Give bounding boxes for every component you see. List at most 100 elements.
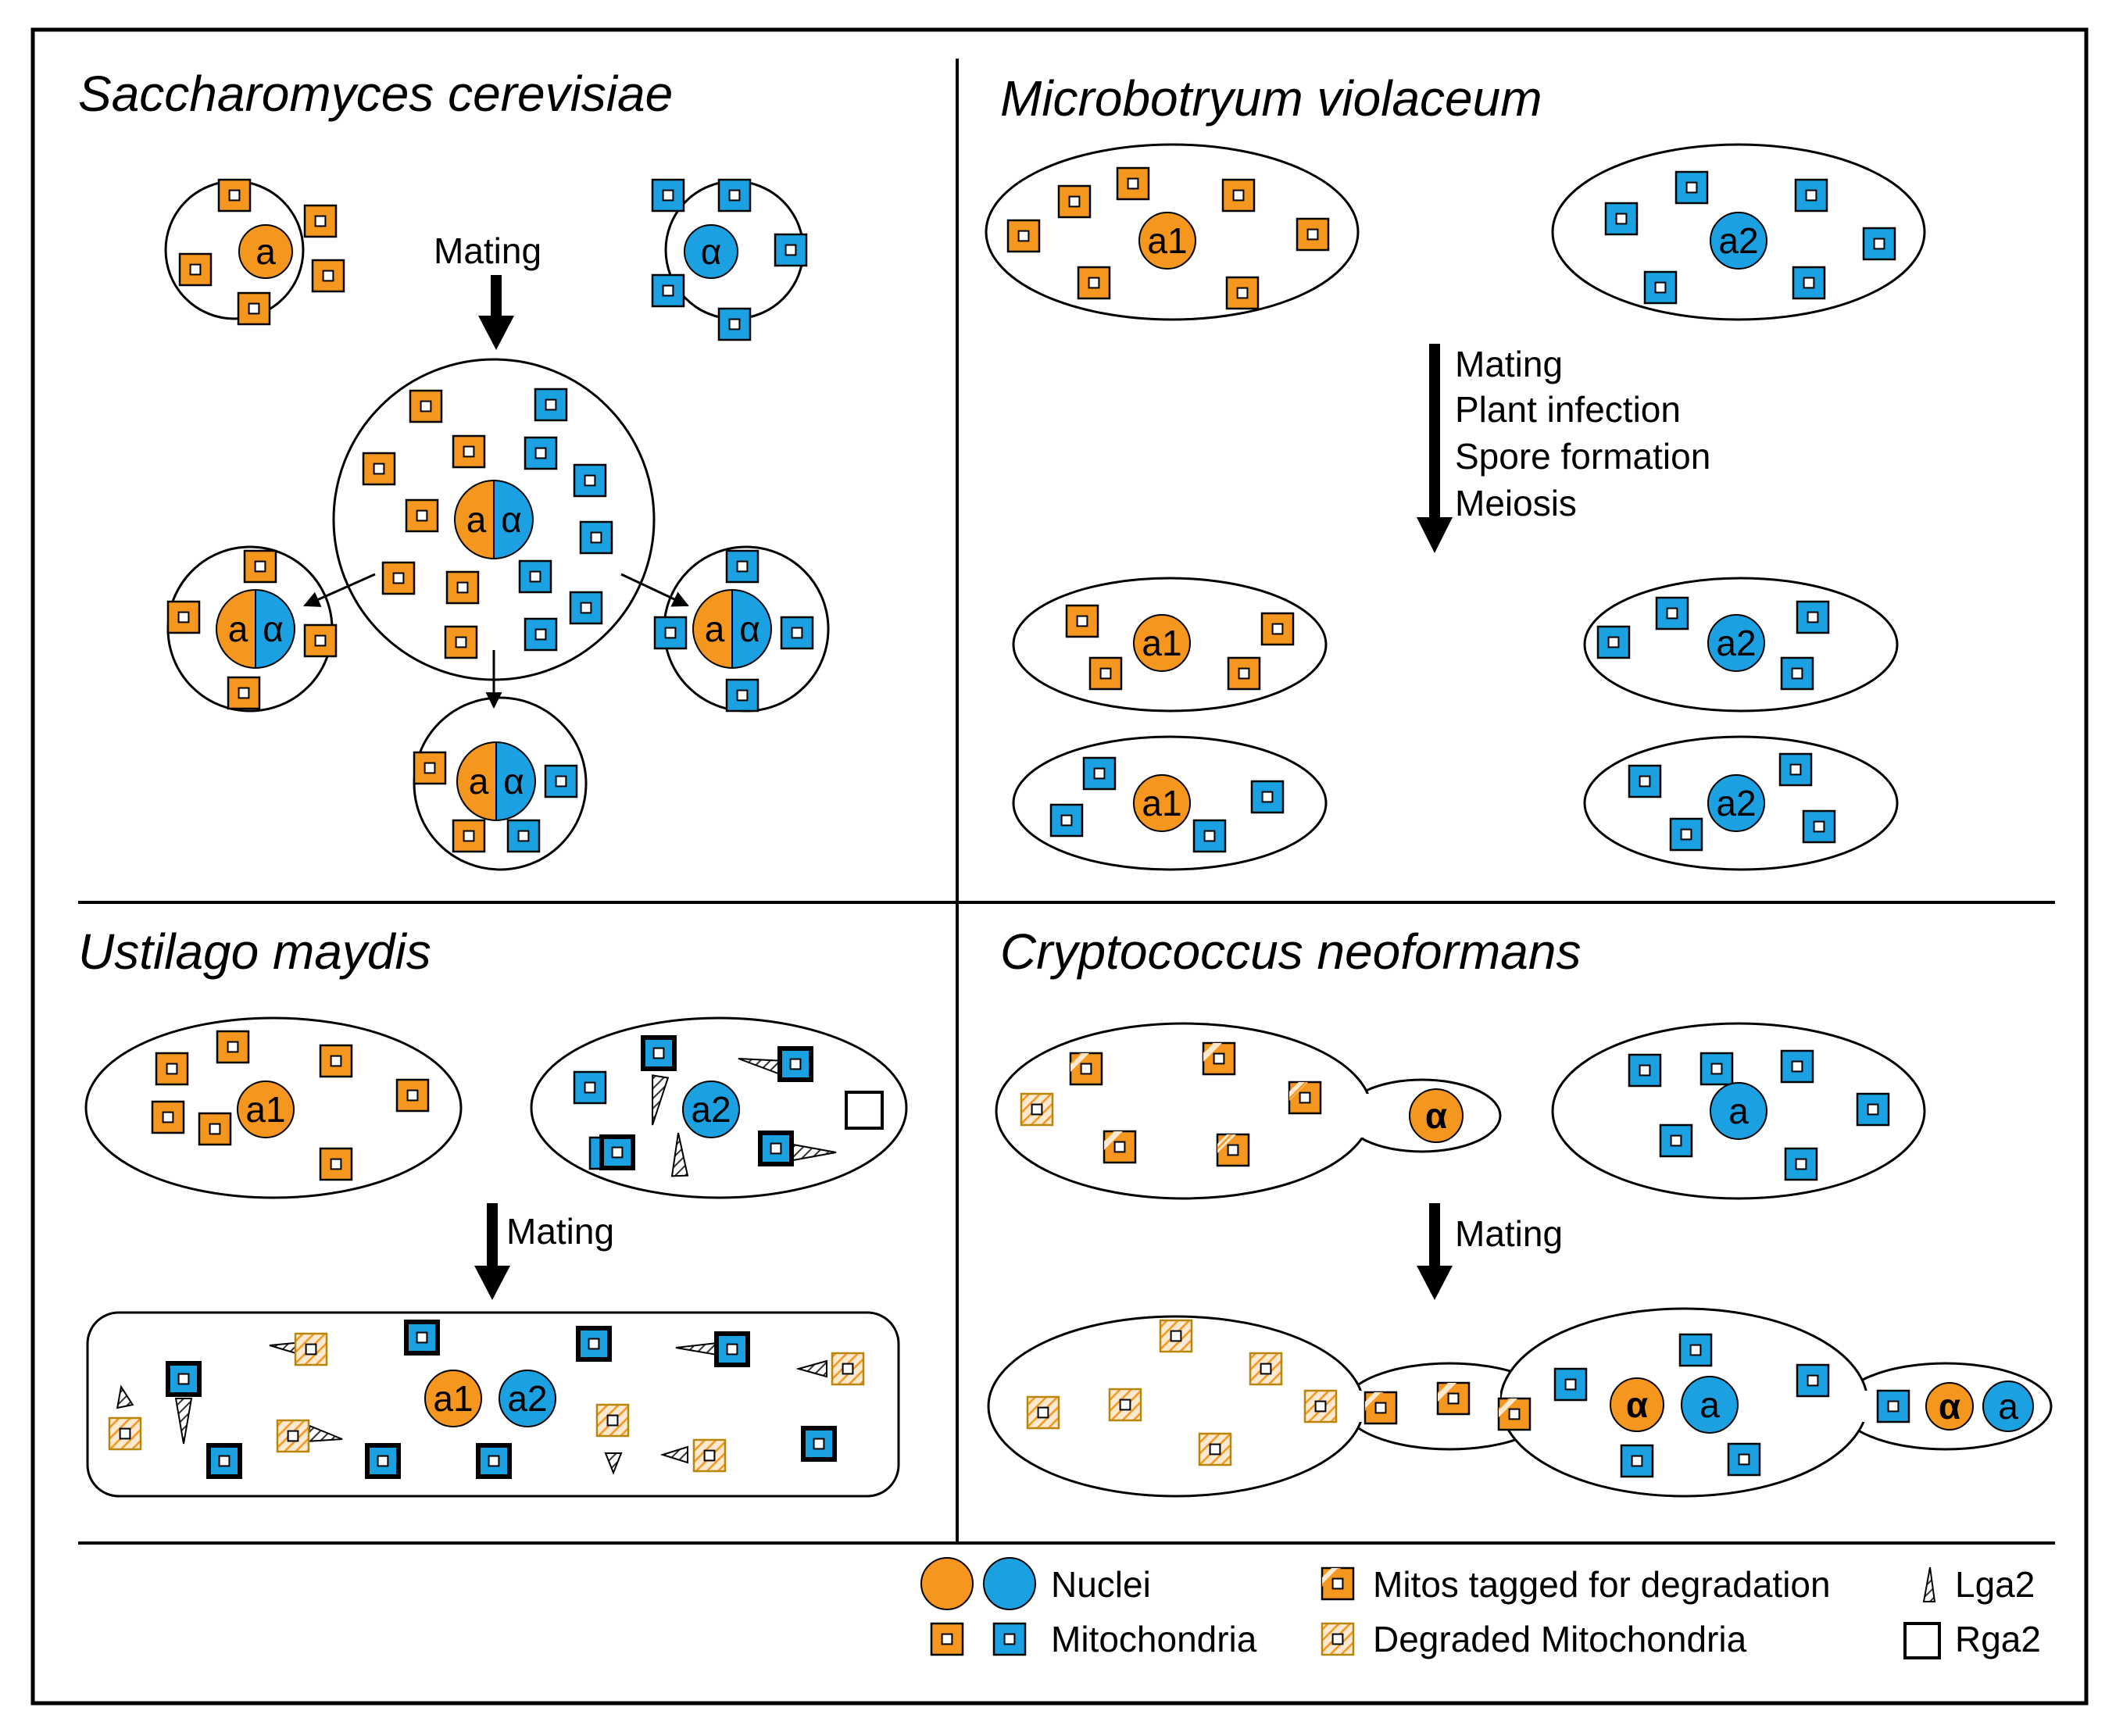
arrow-thick-mv [1417, 344, 1453, 553]
mv-step-3: Spore formation [1455, 436, 1710, 477]
mitochondrion-tagged [1436, 1381, 1471, 1416]
mitochondrion-blue [1802, 809, 1836, 844]
nucleus [1925, 1382, 1974, 1431]
mitochondrion-orange [1088, 656, 1123, 691]
mitochondrion-blue [1784, 1147, 1818, 1181]
mitochondrion-degraded [1159, 1319, 1193, 1353]
mitochondrion-orange [216, 1030, 250, 1064]
mitochondrion-orange [1116, 166, 1150, 201]
mitochondrion-degraded [276, 1419, 310, 1453]
legend-lga2-label: Lga2 [1955, 1564, 2035, 1605]
nucleus-label: a2 [1716, 783, 1756, 823]
nucleus-label: a [1728, 1091, 1749, 1131]
mitochondrion-blue [1674, 170, 1709, 205]
mitochondrion-orange [243, 549, 277, 584]
nucleus-a-label: a [256, 231, 276, 272]
mitochondrion-blue [1659, 1123, 1693, 1158]
um-mitochondria [108, 1030, 865, 1479]
mitochondrion-degraded [1303, 1389, 1338, 1423]
mitochondrion-blue [758, 1131, 794, 1166]
cn-mitochondria [1020, 1041, 1910, 1478]
mitochondrion-orange [1221, 178, 1256, 213]
nucleus-alpha [684, 224, 738, 279]
nucleus-label: α [739, 609, 760, 649]
lga2-protein [670, 1132, 689, 1177]
mitochondrion-degraded [1026, 1395, 1060, 1430]
mitochondrion-orange [155, 1052, 189, 1086]
mitochondrion-orange [445, 570, 480, 605]
lga2-protein [604, 1452, 623, 1475]
nucleus-label: α [1626, 1384, 1648, 1425]
mitochondrion-orange [319, 1044, 353, 1078]
legend-lga2-icon [1922, 1566, 1936, 1602]
mitochondrion-orange [1057, 184, 1092, 219]
mitochondrion-orange [381, 561, 416, 595]
mitochondrion-tagged [1069, 1052, 1103, 1086]
mitochondrion-blue [573, 1070, 607, 1105]
nucleus [1710, 1082, 1767, 1140]
mitochondrion-orange [166, 600, 201, 634]
mitochondrion-blue [579, 520, 613, 555]
nucleus-label: α [501, 499, 522, 540]
mitochondrion-blue [780, 616, 814, 650]
title-saccharomyces: Saccharomyces cerevisiae [78, 66, 673, 122]
lga2-protein [174, 1398, 193, 1445]
mitochondrion-blue [534, 388, 568, 422]
mitochondrion-orange [227, 676, 261, 710]
legend-rga2-icon [1903, 1622, 1941, 1659]
legend: Nuclei Mitochondria Mitos tagged for deg… [920, 1557, 2041, 1659]
mitochondrion-blue [1796, 1363, 1830, 1398]
nucleus-label: a1 [1142, 623, 1181, 663]
mitochondrion-blue [774, 233, 808, 267]
mitochondrion-orange [1296, 217, 1330, 252]
mitochondrion-degraded [1249, 1352, 1283, 1386]
mitochondrion-blue [1596, 625, 1631, 659]
mitochondrion-degraded [108, 1416, 142, 1451]
mitochondrion-tagged [1216, 1133, 1250, 1167]
legend-nucleus-blue [983, 1557, 1036, 1610]
figure-frame [30, 27, 2089, 1706]
mitochondrion-blue [573, 463, 607, 498]
mitochondrion-blue [1655, 596, 1689, 630]
arrow-thick-cn [1417, 1203, 1453, 1300]
mitochondrion-orange [362, 452, 396, 486]
mv-step-2: Plant infection [1455, 389, 1681, 430]
mitochondrion-blue [1192, 819, 1227, 853]
nucleus-label: α [1425, 1095, 1447, 1136]
mitochondrion-blue [1628, 764, 1662, 798]
nucleus-label: a2 [1718, 220, 1758, 261]
mitochondrion-blue [653, 616, 688, 650]
mitochondrion-blue [1620, 1444, 1654, 1478]
mitochondrion-blue [777, 1046, 813, 1082]
rga2-protein [845, 1091, 884, 1130]
arrow-to-right-bud [620, 573, 689, 607]
mitochondrion-degraded [1108, 1388, 1142, 1422]
mitochondrion-orange [1065, 604, 1099, 638]
arrow-thick-sc [478, 275, 514, 350]
title-microbotryum: Microbotryum violaceum [1000, 70, 1542, 127]
mitochondrion-blue [576, 1326, 612, 1362]
legend-rga2-label: Rga2 [1955, 1619, 2041, 1659]
mitochondrion-blue [599, 1134, 635, 1170]
mitochondrion-blue [404, 1320, 440, 1356]
mitochondrion-blue [725, 549, 759, 584]
mitochondrion-orange [198, 1112, 232, 1146]
mitochondrion-orange [452, 434, 486, 469]
mitochondrion-orange [413, 751, 447, 785]
nucleus-label: a1 [245, 1089, 285, 1130]
mitochondrion-orange [930, 1622, 964, 1656]
nucleus-label: a2 [691, 1089, 731, 1130]
mitochondrion-blue [1778, 752, 1813, 787]
lga2-protein [659, 1445, 688, 1464]
mitochondrion-blue [801, 1426, 837, 1462]
nucleus-label: a1 [1147, 220, 1187, 261]
mitochondrion-blue [992, 1622, 1027, 1656]
nucleus-label: a [469, 761, 489, 802]
nucleus [1133, 774, 1191, 832]
mitochondrion-degraded [1198, 1432, 1232, 1466]
lga2-protein [652, 1074, 670, 1126]
